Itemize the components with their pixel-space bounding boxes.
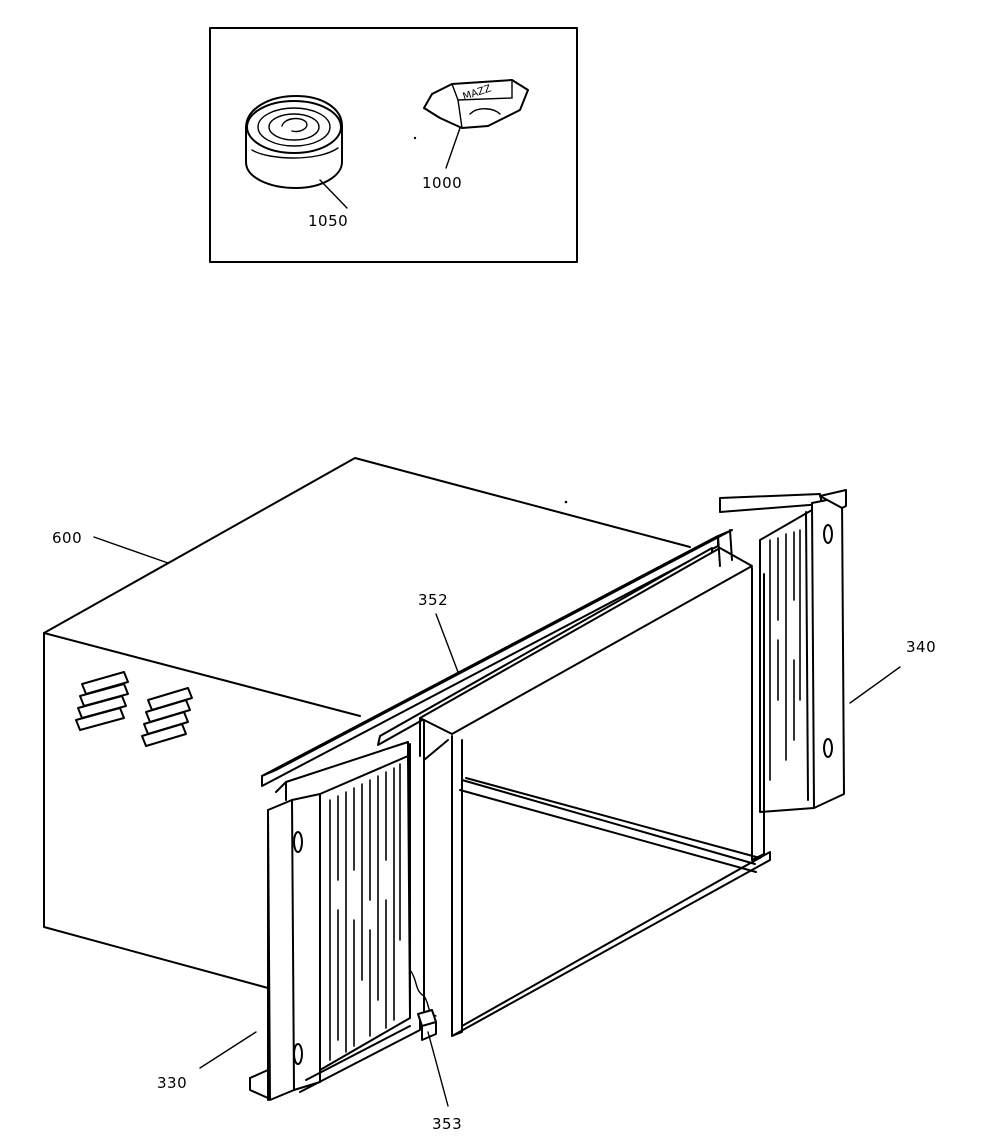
left-bracket-330 <box>249 741 437 1101</box>
stray-dot-2 <box>564 500 568 504</box>
inner-frame <box>409 567 771 1037</box>
leader-1000 <box>445 127 461 169</box>
label-1050: 1050 <box>308 212 348 230</box>
label-1000: 1000 <box>422 174 462 192</box>
leader-600 <box>93 536 169 564</box>
label-330: 330 <box>157 1074 187 1092</box>
inset-panel: 1050 MAZZ 1000 <box>209 27 578 263</box>
vent-louvers <box>75 671 193 747</box>
label-352: 352 <box>418 591 448 609</box>
top-rail-352 <box>261 493 823 787</box>
leader-330 <box>199 1031 257 1069</box>
stray-dot <box>413 136 417 140</box>
right-bracket-hatching <box>769 529 801 781</box>
tape-roll-1050 <box>245 95 348 209</box>
leader-340 <box>849 666 901 704</box>
leader-353 <box>427 1031 449 1107</box>
inset-frame <box>209 27 578 263</box>
left-bracket-hatching <box>329 763 401 1061</box>
leader-1050 <box>319 179 348 209</box>
right-bracket-340 <box>759 489 847 813</box>
label-600: 600 <box>52 529 82 547</box>
label-340: 340 <box>906 638 936 656</box>
housing-600 <box>43 457 691 989</box>
packet-1000: MAZZ <box>423 79 529 169</box>
bottom-rail-353 <box>417 1009 437 1041</box>
leader-352 <box>435 613 459 673</box>
label-353: 353 <box>432 1115 462 1133</box>
